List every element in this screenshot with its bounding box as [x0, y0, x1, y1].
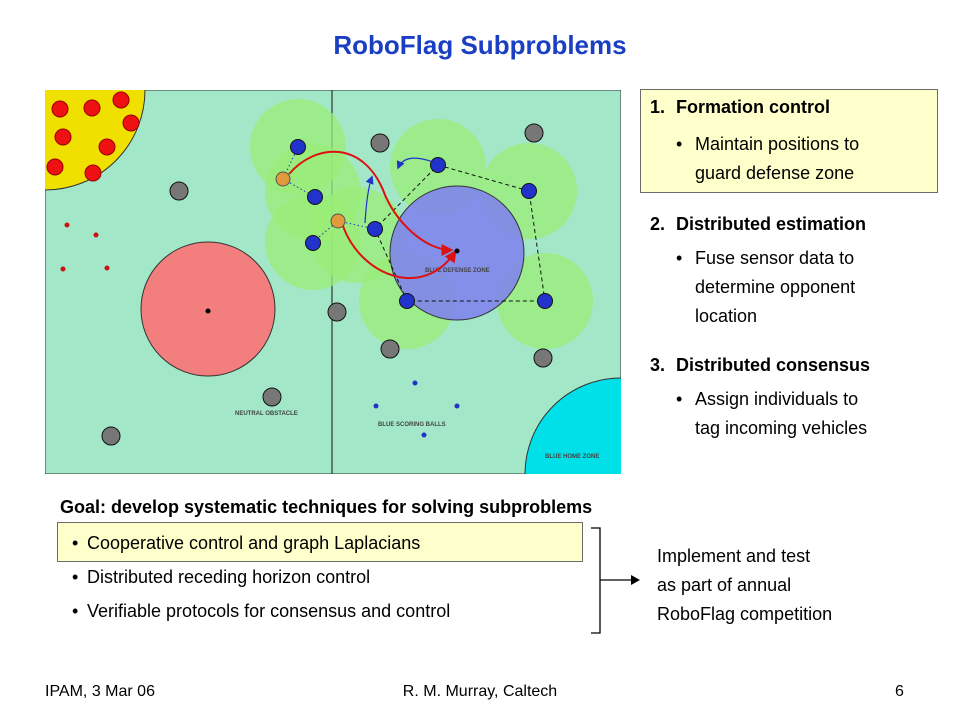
blue-home-zone [524, 377, 621, 474]
item-2-line-3: location [695, 306, 758, 326]
red-home-zone [45, 90, 146, 191]
item-formation-control-highlight [640, 89, 938, 193]
orange-robots [275, 171, 346, 229]
item-1-heading: Formation control [676, 97, 830, 117]
blue-scoring-balls [373, 380, 460, 438]
item-1-line-1: Maintain positions to [695, 134, 860, 154]
technique-highlight [57, 522, 583, 562]
footer-event-date: IPAM, 3 Mar 06 [45, 683, 155, 700]
opponent-path-2 [342, 225, 457, 279]
defense-zone-center [454, 248, 460, 254]
implementation-line-3: RoboFlag competition [657, 604, 833, 624]
roboflag-field-diagram: BLUE DEFENSE ZONE NEUTRAL OBSTACLE BLUE … [45, 90, 621, 474]
bullet-dot: • [72, 533, 79, 553]
item-2-number: 2. [650, 214, 666, 234]
blue-move-arrow-1 [396, 157, 434, 170]
bullet-dot: • [676, 248, 683, 268]
opponent-path-1 [288, 150, 454, 256]
item-1-line-2: guard defense zone [695, 163, 855, 183]
implementation-note: Implement and test as part of annual Rob… [657, 542, 832, 629]
red-zone-center [205, 308, 211, 314]
implementation-line-1: Implement and test [657, 546, 811, 566]
slide-title: RoboFlag Subproblems [333, 30, 627, 60]
item-3-line-2: tag incoming vehicles [695, 418, 868, 438]
item-3-line-1: Assign individuals to [695, 389, 859, 409]
blue-robots [290, 139, 553, 309]
item-2-heading: Distributed estimation [676, 214, 867, 234]
neutral-obstacle-label: NEUTRAL OBSTACLE [235, 411, 298, 417]
footer-author: R. M. Murray, Caltech [402, 683, 558, 700]
bracket-arrow [591, 527, 640, 634]
defense-zone-label: BLUE DEFENSE ZONE [425, 268, 490, 274]
implementation-line-2: as part of annual [657, 575, 792, 595]
technique-label: Cooperative control and graph Laplacians [87, 533, 421, 553]
bullet-dot: • [72, 601, 79, 621]
bullet-dot: • [676, 389, 683, 409]
item-3-number: 3. [650, 355, 666, 375]
home-zone-label: BLUE HOME ZONE [545, 454, 599, 460]
item-2-line-1: Fuse sensor data to [695, 248, 855, 268]
bullet-dot: • [72, 567, 79, 587]
formation-polygon [374, 164, 546, 302]
item-2-line-2: determine opponent [695, 277, 856, 297]
scoring-balls-label: BLUE SCORING BALLS [378, 422, 446, 428]
footer-page-number: 6 [895, 683, 904, 700]
technique-label: Verifiable protocols for consensus and c… [87, 601, 451, 621]
neutral-obstacles [101, 123, 553, 446]
blue-move-arrow-2 [364, 175, 374, 224]
red-robots [46, 91, 140, 182]
goal-statement: Goal: develop systematic techniques for … [60, 497, 593, 517]
item-3-heading: Distributed consensus [676, 355, 871, 375]
red-scoring-balls [60, 222, 110, 272]
item-1-number: 1. [650, 97, 666, 117]
bullet-dot: • [676, 134, 683, 154]
technique-label: Distributed receding horizon control [87, 567, 371, 587]
